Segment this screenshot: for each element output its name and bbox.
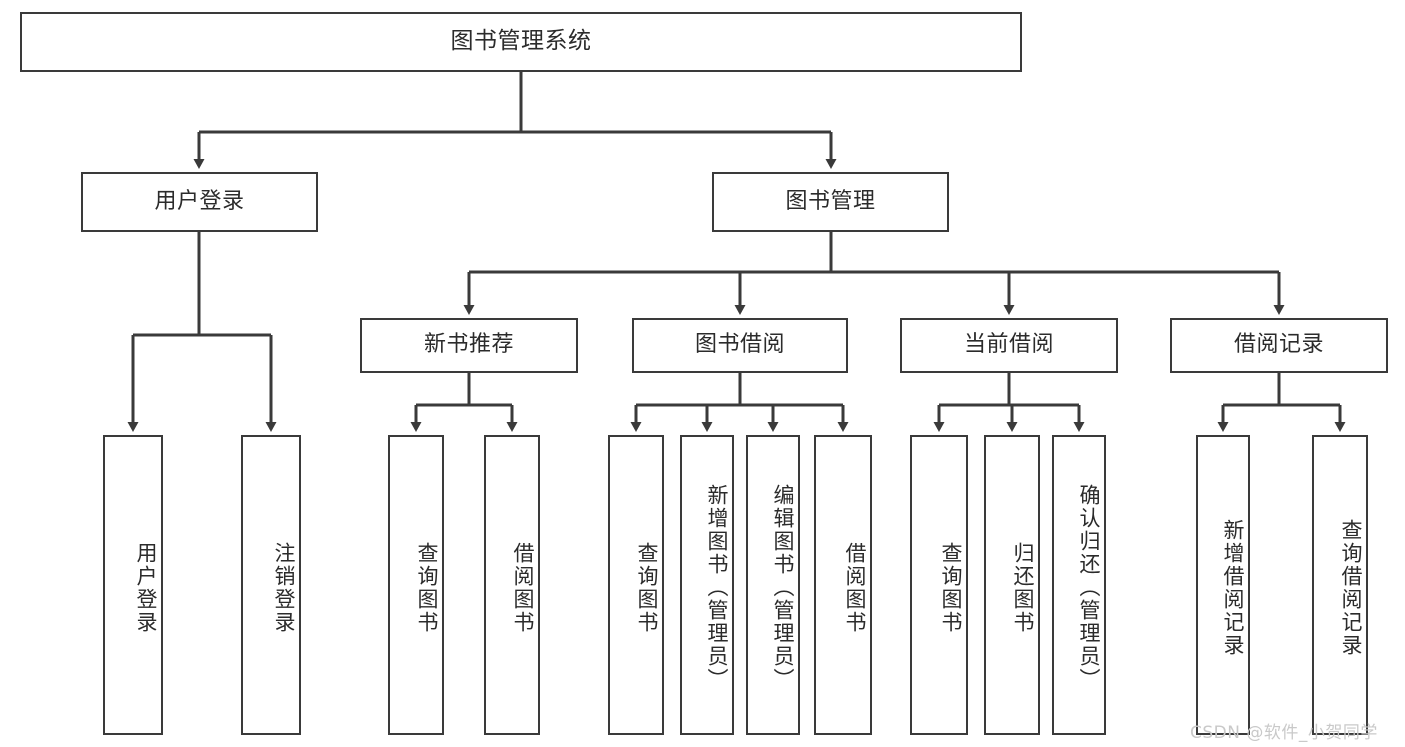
leaf-label: 借阅图书: [511, 542, 535, 634]
node-new-book-recommend[interactable]: 新书推荐: [360, 318, 578, 373]
leaf-add-book-admin[interactable]: 新增图书（管理员）: [680, 435, 734, 735]
node-book-management[interactable]: 图书管理: [712, 172, 949, 232]
leaf-label: 查询借阅记录: [1339, 519, 1363, 657]
leaf-add-borrow-record[interactable]: 新增借阅记录: [1196, 435, 1250, 735]
leaf-borrow-book-recommend[interactable]: 借阅图书: [484, 435, 540, 735]
leaf-label: 确认归还（管理员）: [1077, 483, 1101, 691]
watermark: CSDN @软件_小贺同学: [1190, 723, 1378, 743]
node-book-management-label: 图书管理: [785, 188, 876, 214]
node-current-borrow[interactable]: 当前借阅: [900, 318, 1118, 373]
leaf-query-borrow-record[interactable]: 查询借阅记录: [1312, 435, 1368, 735]
leaf-logout[interactable]: 注销登录: [241, 435, 301, 735]
leaf-label: 借阅图书: [843, 542, 867, 634]
node-user-login[interactable]: 用户登录: [81, 172, 318, 232]
leaf-label: 新增图书（管理员）: [705, 483, 729, 691]
node-borrow-records[interactable]: 借阅记录: [1170, 318, 1388, 373]
leaf-label: 用户登录: [134, 542, 158, 634]
node-current-borrow-label: 当前借阅: [963, 332, 1054, 358]
node-new-book-recommend-label: 新书推荐: [423, 332, 514, 358]
node-root-label: 图书管理系统: [450, 28, 592, 55]
leaf-query-book-recommend[interactable]: 查询图书: [388, 435, 444, 735]
leaf-confirm-return-admin[interactable]: 确认归还（管理员）: [1052, 435, 1106, 735]
leaf-query-book-current[interactable]: 查询图书: [910, 435, 968, 735]
leaf-label: 查询图书: [939, 542, 963, 634]
leaf-label: 查询图书: [415, 542, 439, 634]
leaf-label: 查询图书: [635, 542, 659, 634]
leaf-query-book-borrow[interactable]: 查询图书: [608, 435, 664, 735]
leaf-label: 新增借阅记录: [1221, 519, 1245, 657]
node-user-login-label: 用户登录: [154, 188, 245, 214]
leaf-edit-book-admin[interactable]: 编辑图书（管理员）: [746, 435, 800, 735]
leaf-borrow-book[interactable]: 借阅图书: [814, 435, 872, 735]
leaf-return-book[interactable]: 归还图书: [984, 435, 1040, 735]
node-borrow-records-label: 借阅记录: [1233, 332, 1324, 358]
leaf-label: 归还图书: [1011, 542, 1035, 634]
leaf-label: 编辑图书（管理员）: [771, 483, 795, 691]
node-root[interactable]: 图书管理系统: [20, 12, 1022, 72]
leaf-user-login[interactable]: 用户登录: [103, 435, 163, 735]
node-book-borrow[interactable]: 图书借阅: [632, 318, 848, 373]
leaf-label: 注销登录: [272, 542, 296, 634]
node-book-borrow-label: 图书借阅: [694, 332, 785, 358]
